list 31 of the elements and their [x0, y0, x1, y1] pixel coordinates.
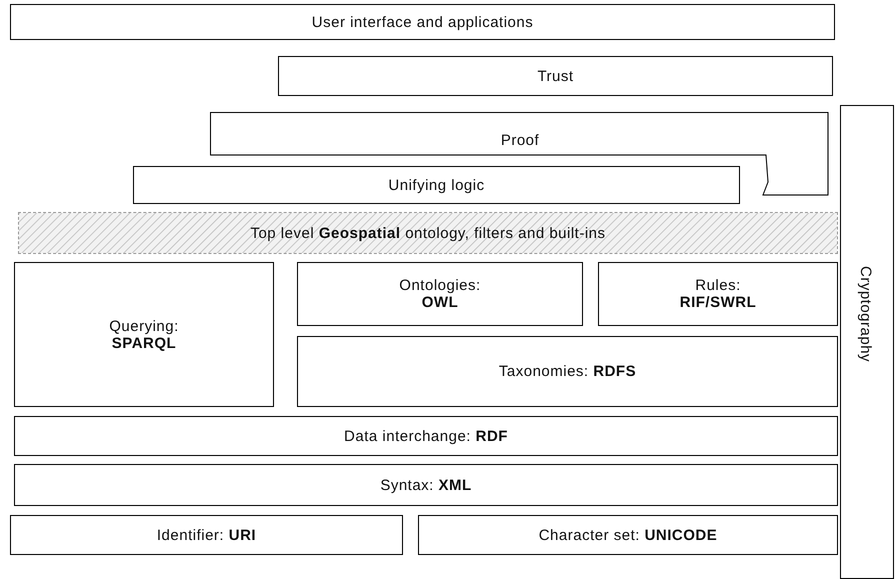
layer-label: Identifier: URI	[156, 526, 256, 544]
technology-name: SPARQL	[112, 334, 176, 352]
layer-label: Cryptography	[857, 266, 874, 362]
layer-title: Rules:	[695, 277, 741, 294]
layer-title: Querying:	[109, 318, 179, 334]
layer-box	[10, 4, 835, 40]
layer-box	[10, 515, 403, 555]
layer-label: User interface and applications	[312, 14, 534, 30]
vertical-layer-box	[840, 105, 894, 579]
layer-box	[297, 336, 838, 407]
technology-name: OWL	[422, 294, 458, 311]
hatched-layer-band	[18, 212, 838, 254]
layer-label: Unifying logic	[388, 176, 485, 194]
layer-label: Character set: UNICODE	[538, 526, 718, 544]
layer-box	[14, 416, 838, 456]
layer-label: Syntax: XML	[380, 476, 472, 494]
layer-label: Taxonomies: RDFS	[498, 363, 636, 380]
layer-label: Data interchange: RDF	[344, 428, 508, 444]
layer-box	[418, 515, 838, 555]
layer-box	[14, 464, 838, 506]
layer-title: Ontologies:	[399, 277, 481, 294]
layer-box	[297, 262, 583, 326]
layer-box	[278, 56, 833, 96]
technology-name: RIF/SWRL	[680, 294, 756, 311]
layer-box	[14, 262, 274, 407]
layer-label: Top level Geospatial ontology, filters and built-ins	[250, 224, 606, 242]
layer-label: Trust	[537, 68, 574, 84]
layer-label: Proof	[500, 132, 540, 149]
proof-layer	[210, 112, 830, 197]
layer-box	[133, 166, 740, 204]
layer-box	[598, 262, 838, 326]
